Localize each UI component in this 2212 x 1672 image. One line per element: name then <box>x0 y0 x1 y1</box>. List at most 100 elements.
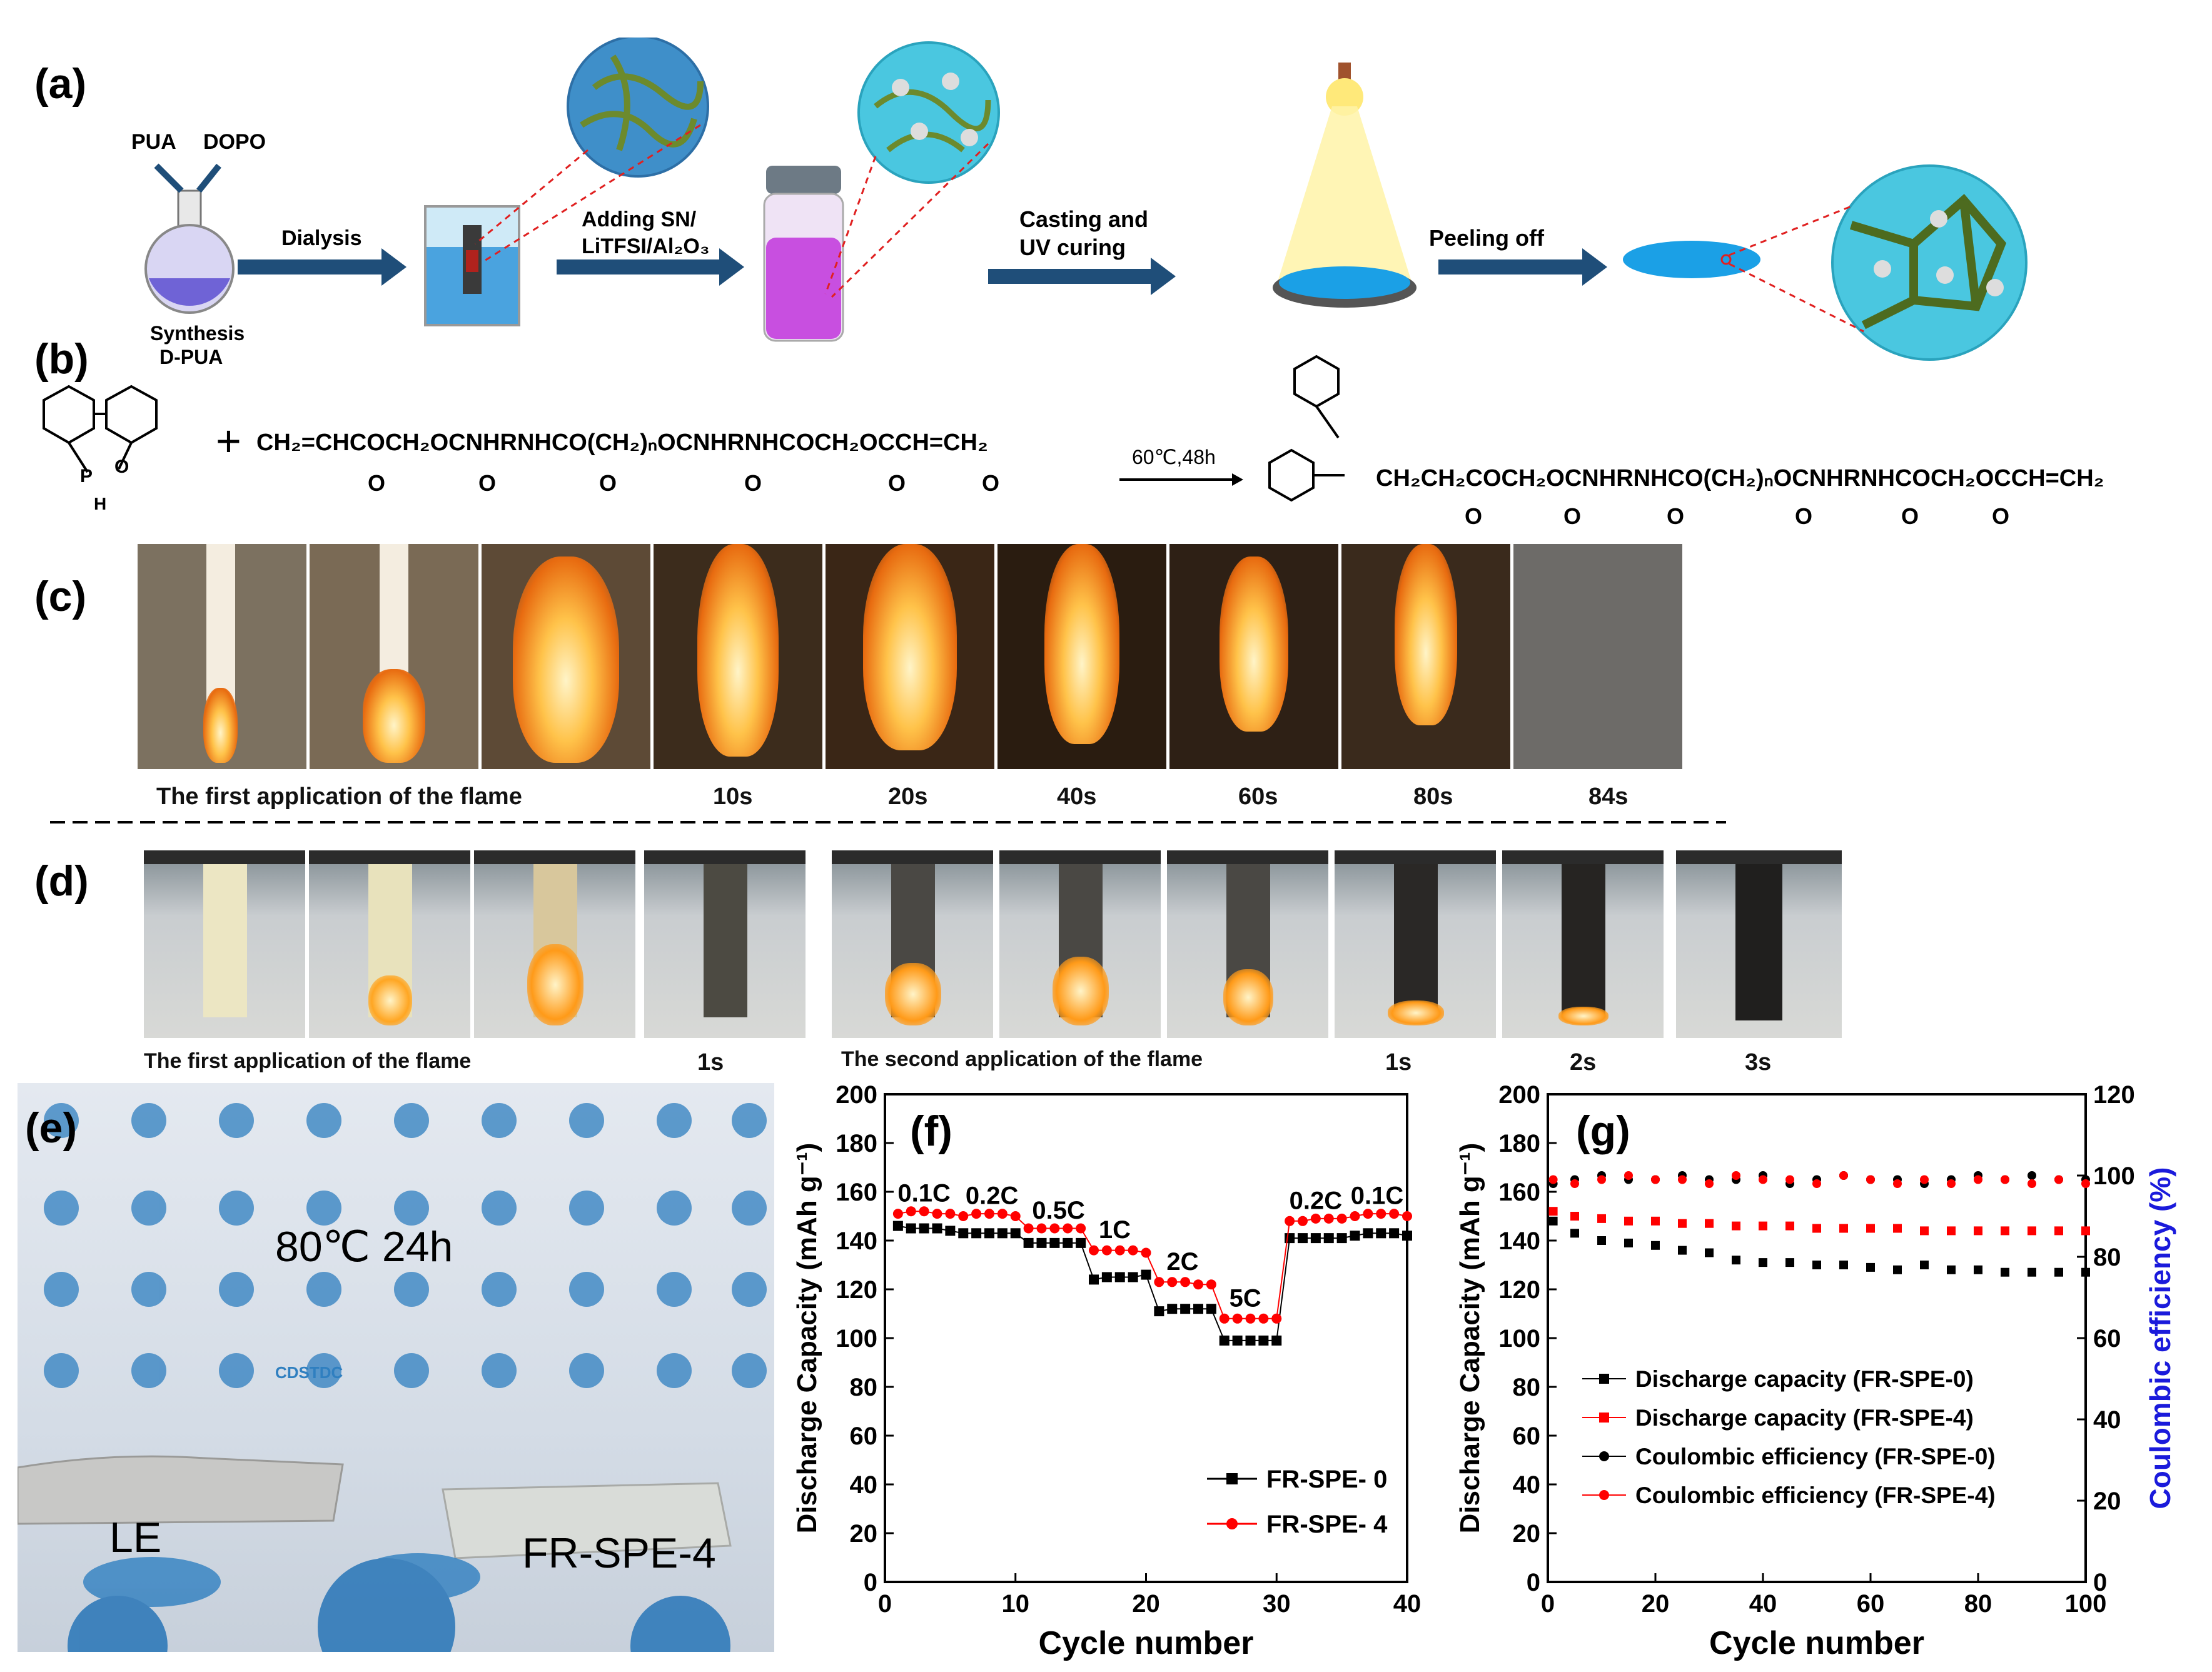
caption-d-4: 1s <box>1385 1049 1412 1075</box>
data-point-s1-23 <box>1193 1279 1203 1290</box>
data-point-s3-7 <box>1732 1171 1740 1180</box>
data-point-s0-5 <box>958 1228 969 1239</box>
flame-photo-d-3 <box>474 850 635 1038</box>
data-point-s3-18 <box>2028 1179 2036 1188</box>
x-tick-label-2: 20 <box>1132 1590 1160 1618</box>
data-point-s1-19 <box>1141 1247 1151 1258</box>
data-point-s3-17 <box>2001 1175 2009 1184</box>
x-tick-label-3: 30 <box>1263 1590 1291 1618</box>
data-point-s1-12 <box>1049 1223 1060 1234</box>
data-point-s0-16 <box>1101 1272 1112 1282</box>
flame-photo-d-7 <box>1167 850 1328 1038</box>
y-tick-label-7: 140 <box>836 1227 877 1255</box>
product-o-1: O <box>1465 503 1483 529</box>
data-point-s1-39 <box>1402 1211 1412 1221</box>
data-point-s0-17 <box>1114 1272 1125 1282</box>
data-point-s1-14 <box>1076 1223 1086 1234</box>
data-point-s1-35 <box>1350 1211 1360 1221</box>
rate-annotation-6: 0.2C <box>1290 1187 1343 1214</box>
round-bottom-flask-icon <box>144 163 235 314</box>
panel-label-g: (g) <box>1576 1107 1630 1155</box>
y-right-axis-label: Coulombic efficiency (%) <box>2144 1167 2176 1509</box>
flame-photo-d-8 <box>1335 850 1496 1038</box>
rate-annotation-2: 0.5C <box>1032 1197 1085 1224</box>
reactant-o-3: O <box>599 470 617 496</box>
data-point-s0-34 <box>1336 1233 1347 1244</box>
data-point-s3-12 <box>1866 1175 1875 1184</box>
x-axis-label: Cycle number <box>1039 1625 1254 1661</box>
data-point-s2-18 <box>2028 1171 2036 1180</box>
data-point-s3-19 <box>2054 1175 2063 1184</box>
product-o-3: O <box>1667 503 1685 529</box>
legend-marker-1 <box>1226 1518 1238 1529</box>
data-point-s0-11 <box>1839 1261 1848 1269</box>
data-point-s0-29 <box>1271 1335 1282 1346</box>
legend-label-0: Discharge capacity (FR-SPE-0) <box>1635 1366 1974 1392</box>
flame-photo-c-6 <box>997 544 1166 769</box>
y-right-tick-label-4: 80 <box>2093 1244 2121 1271</box>
rate-annotation-0: 0.1C <box>897 1180 951 1207</box>
flame-photo-d-6 <box>999 850 1161 1038</box>
product-o-5: O <box>1901 503 1919 529</box>
legend-marker-0 <box>1599 1374 1609 1384</box>
flame-photo-c-9 <box>1513 544 1682 769</box>
label-peeling: Peeling off <box>1429 225 1545 251</box>
data-point-s1-2 <box>919 1206 929 1217</box>
x-tick-label-1: 10 <box>1002 1590 1030 1618</box>
data-point-s1-11 <box>1036 1223 1047 1234</box>
data-point-s0-15 <box>1089 1274 1099 1285</box>
x-tick-label-4: 80 <box>1964 1590 1992 1618</box>
data-point-s3-11 <box>1839 1171 1848 1180</box>
data-point-s0-17 <box>2001 1267 2009 1277</box>
flame-photo-c-8 <box>1341 544 1510 769</box>
data-point-s0-13 <box>1063 1237 1073 1248</box>
x-tick-label-3: 60 <box>1857 1590 1885 1618</box>
logo-text: CDSTDC <box>275 1363 343 1382</box>
label-synthesis: Synthesis <box>150 322 245 345</box>
reaction-condition: 60℃,48h <box>1132 446 1216 468</box>
data-point-s0-27 <box>1245 1335 1256 1346</box>
data-point-s3-15 <box>1947 1179 1956 1188</box>
data-point-s0-8 <box>997 1228 1008 1239</box>
membrane-film-icon <box>1623 241 1760 278</box>
data-point-s3-8 <box>1759 1175 1767 1184</box>
data-point-s0-6 <box>1705 1248 1714 1257</box>
caption-c-5: 60s <box>1238 783 1278 810</box>
label-casting-1: Casting and <box>1019 206 1149 232</box>
data-point-s0-20 <box>2081 1267 2090 1277</box>
data-point-s1-5 <box>958 1211 969 1221</box>
data-point-s3-20 <box>2081 1179 2090 1188</box>
label-adding-1: Adding SN/ <box>582 208 697 231</box>
series-line-0 <box>897 1225 1408 1341</box>
data-point-s0-30 <box>1285 1233 1295 1244</box>
data-point-s1-18 <box>2028 1226 2036 1236</box>
reactant-o-5: O <box>888 470 906 496</box>
y-tick-label-2: 40 <box>850 1471 878 1499</box>
data-point-s1-2 <box>1597 1214 1606 1223</box>
data-point-s1-7 <box>984 1209 994 1219</box>
legend-label-3: Coulombic efficiency (FR-SPE-4) <box>1635 1483 1996 1508</box>
x-tick-label-1: 20 <box>1642 1590 1670 1618</box>
data-point-s1-7 <box>1732 1221 1740 1231</box>
data-point-s1-36 <box>1363 1209 1373 1219</box>
y-tick-label-0: 0 <box>864 1569 877 1596</box>
data-point-s1-19 <box>2054 1226 2063 1236</box>
y-tick-label-7: 140 <box>1498 1227 1540 1255</box>
data-point-s1-26 <box>1232 1313 1243 1324</box>
data-point-s1-37 <box>1376 1209 1386 1219</box>
y-tick-label-2: 40 <box>1513 1471 1541 1499</box>
reaction-arrow-icon <box>1119 473 1243 486</box>
pouch-photo <box>18 1083 774 1652</box>
data-point-s1-10 <box>1812 1224 1821 1233</box>
panel-label-f: (f) <box>910 1107 952 1155</box>
data-point-s1-5 <box>1678 1219 1687 1228</box>
flame-photo-d-1 <box>144 850 305 1038</box>
caption-d-2: 1s <box>697 1049 724 1075</box>
data-point-s0-39 <box>1402 1231 1412 1241</box>
y-right-tick-label-0: 0 <box>2093 1569 2107 1596</box>
data-point-s1-27 <box>1245 1313 1256 1324</box>
dopo-product-structure <box>1268 355 1345 502</box>
data-point-s3-5 <box>1678 1175 1687 1184</box>
caption-c-6: 80s <box>1413 783 1453 810</box>
product-o-2: O <box>1563 503 1582 529</box>
